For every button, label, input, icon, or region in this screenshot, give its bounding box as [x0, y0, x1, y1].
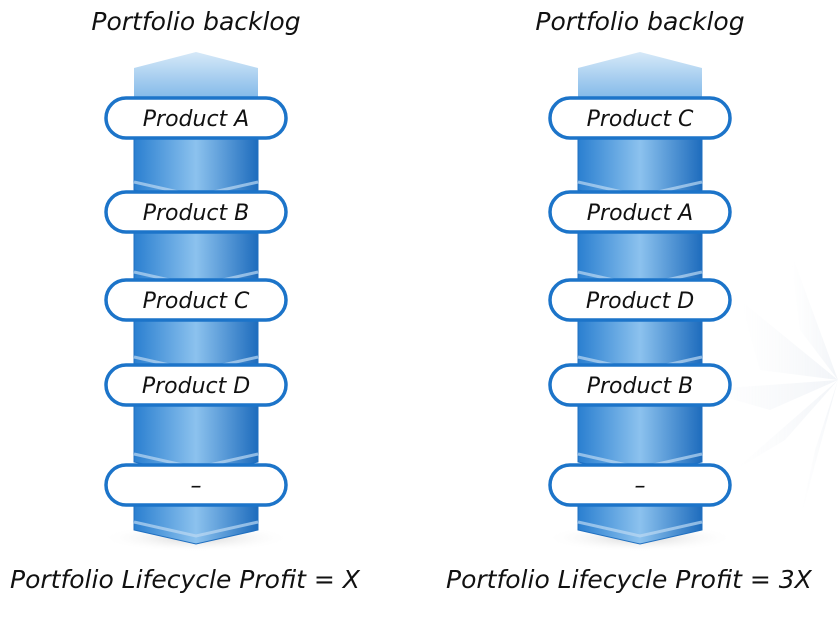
backlog-item-label: –: [635, 474, 646, 499]
stack-items: Product A Product B Product C Product D –: [104, 96, 288, 507]
backlog-item-pill: [104, 463, 288, 507]
backlog-item-pill: [104, 190, 288, 234]
block-highlight: [133, 520, 259, 538]
backlog-item-label: Product D: [586, 289, 694, 314]
backlog-item: Product C: [104, 278, 288, 322]
backlog-item-pill: [104, 363, 288, 407]
stack-title: Portfolio backlog: [535, 7, 744, 36]
backlog-item: –: [104, 463, 288, 507]
backlog-item-pill: [548, 96, 732, 140]
backlog-item-pill: [548, 463, 732, 507]
backlog-item-pill: [104, 96, 288, 140]
backlog-item-label: Product B: [143, 201, 250, 226]
backlog-item: Product A: [548, 190, 732, 234]
backlog-item: Product C: [548, 96, 732, 140]
backlog-item-pill: [548, 278, 732, 322]
backlog-item: Product A: [104, 96, 288, 140]
profit-label-right: Portfolio Lifecycle Profit = 3X: [446, 565, 813, 594]
backlog-item: –: [548, 463, 732, 507]
stack-title: Portfolio backlog: [91, 7, 300, 36]
backlog-item-label: Product A: [587, 201, 693, 226]
backlog-item-label: Product C: [587, 107, 694, 132]
stack-items: Product C Product A Product D Product B –: [548, 96, 732, 507]
backlog-item: Product B: [104, 190, 288, 234]
backlog-item: Product D: [104, 363, 288, 407]
backlog-item-label: Product B: [587, 374, 694, 399]
backlog-item-label: –: [191, 474, 202, 499]
decorative-burst: [700, 250, 838, 520]
backlog-item: Product B: [548, 363, 732, 407]
backlog-item-pill: [104, 278, 288, 322]
backlog-item-label: Product A: [143, 107, 249, 132]
stack-blocks: [545, 52, 735, 552]
backlog-item-pill: [548, 363, 732, 407]
profit-label-left: Portfolio Lifecycle Profit = X: [10, 565, 361, 594]
backlog-item-label: Product D: [142, 374, 250, 399]
block-top: [134, 52, 258, 100]
backlog-item: Product D: [548, 278, 732, 322]
backlog-item-pill: [548, 190, 732, 234]
backlog-item-label: Product C: [143, 289, 250, 314]
block-top: [578, 52, 702, 100]
block-highlight: [577, 520, 703, 538]
